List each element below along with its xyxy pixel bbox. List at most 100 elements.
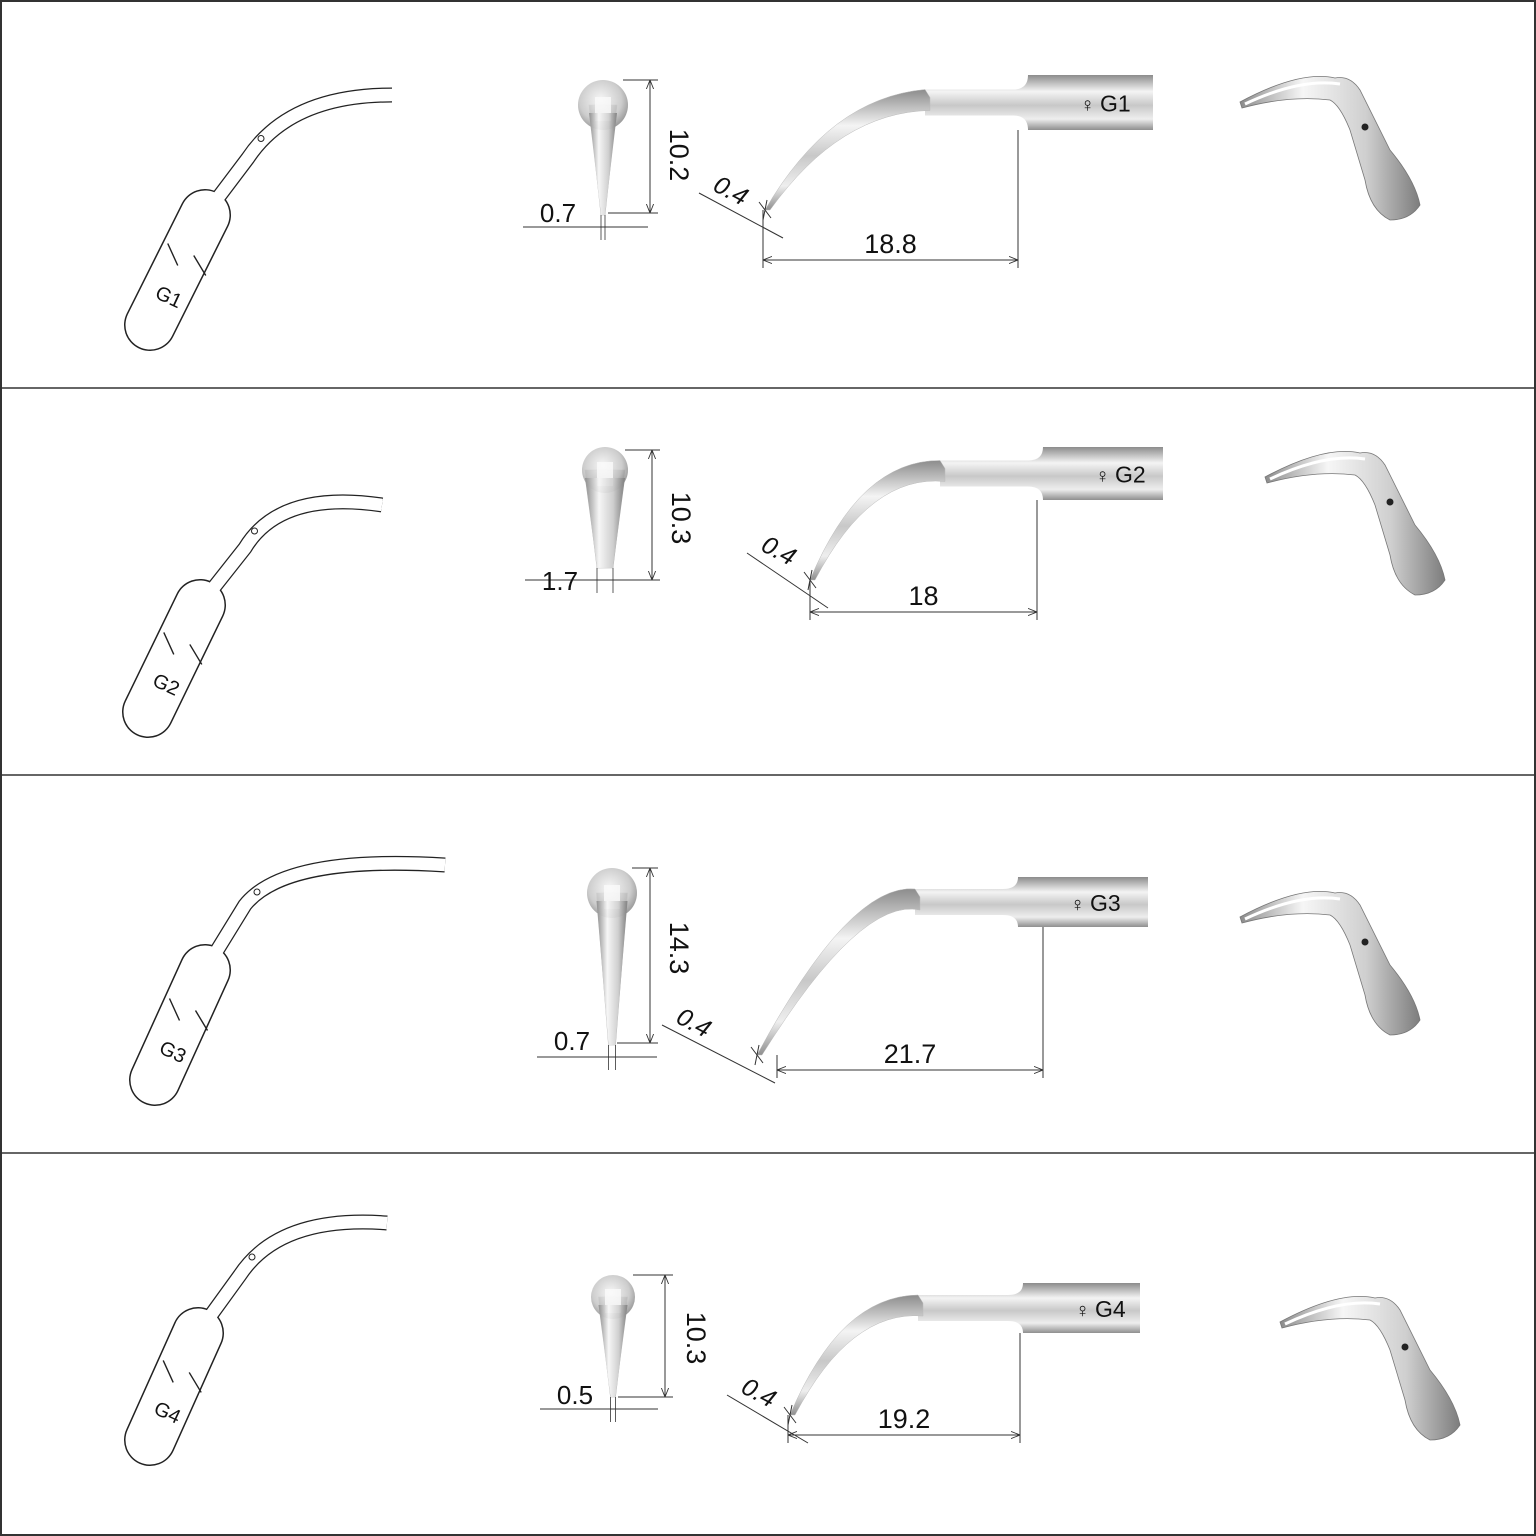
thickness-label: 0.4 bbox=[672, 1002, 716, 1043]
tip-3d-render bbox=[1279, 1296, 1461, 1441]
length-label: 19.2 bbox=[878, 1404, 931, 1434]
thickness-dimension-line bbox=[726, 1394, 809, 1444]
tip-height-label: 14.3 bbox=[664, 922, 694, 975]
wrench-flats bbox=[167, 243, 207, 276]
tip-shank bbox=[764, 89, 931, 211]
head-model-label: G4 bbox=[1095, 1296, 1126, 1322]
tip-3d-render bbox=[1239, 76, 1421, 221]
tip-3d-render bbox=[1239, 891, 1421, 1036]
thickness-label: 0.4 bbox=[709, 170, 753, 211]
tip-3d-body bbox=[1239, 891, 1421, 1036]
tip-neck bbox=[940, 447, 1073, 500]
side-view: ♀G2 18 0.4 bbox=[746, 447, 1163, 620]
water-hole-icon bbox=[1401, 1343, 1409, 1351]
tip-height-label: 10.2 bbox=[664, 129, 694, 182]
length-label: 18.8 bbox=[864, 229, 917, 259]
tip-3d-body bbox=[1239, 76, 1421, 221]
tip-blade bbox=[598, 1305, 628, 1397]
front-view: 10.2 0.7 bbox=[523, 79, 694, 240]
tip-head-cylinder bbox=[1073, 447, 1163, 500]
head-model-label: G2 bbox=[1115, 462, 1146, 488]
tip-width-label: 0.7 bbox=[554, 1026, 590, 1056]
side-view: ♀G4 19.2 0.4 bbox=[726, 1283, 1140, 1444]
water-hole-icon bbox=[1386, 498, 1394, 506]
handle-fill bbox=[123, 580, 225, 737]
shank-fill bbox=[200, 88, 393, 219]
wrench-flats bbox=[162, 1360, 202, 1393]
tip-3d-render bbox=[1264, 451, 1446, 596]
head-model-label: G3 bbox=[1090, 890, 1121, 916]
tip-neck bbox=[915, 877, 1048, 927]
tip-3d-highlight bbox=[1284, 1301, 1381, 1326]
water-hole-icon bbox=[1361, 938, 1369, 946]
thickness-label: 0.4 bbox=[757, 530, 801, 571]
shank-fill bbox=[192, 1215, 388, 1337]
tip-neck bbox=[925, 75, 1058, 130]
line-drawing: G4 bbox=[124, 1214, 388, 1466]
tip-blade bbox=[596, 901, 628, 1045]
woodpecker-logo-icon: ♀ bbox=[1075, 1300, 1090, 1322]
tip-3d-body bbox=[1264, 451, 1446, 596]
tip-head-cylinder bbox=[1058, 75, 1153, 130]
tip-3d-highlight bbox=[1269, 456, 1366, 481]
water-hole-icon bbox=[1361, 123, 1369, 131]
wrench-flats bbox=[168, 998, 209, 1031]
shank-fill bbox=[199, 857, 446, 974]
thickness-ticks bbox=[750, 1044, 764, 1066]
tip-width-label: 1.7 bbox=[542, 566, 578, 596]
thickness-dimension-line bbox=[746, 552, 829, 609]
tip-3d-body bbox=[1279, 1296, 1461, 1441]
wrench-flats bbox=[163, 632, 203, 665]
thickness-dimension-line bbox=[661, 1024, 776, 1084]
water-hole-icon bbox=[251, 527, 258, 535]
woodpecker-logo-icon: ♀ bbox=[1095, 466, 1110, 488]
front-view: 14.3 0.7 bbox=[537, 867, 694, 1070]
tip-neck bbox=[918, 1283, 1053, 1333]
length-label: 21.7 bbox=[884, 1039, 937, 1069]
side-view: ♀G1 18.8 0.4 bbox=[698, 75, 1153, 268]
tip-blade bbox=[589, 113, 617, 215]
water-hole-icon bbox=[253, 888, 261, 896]
handle-fill bbox=[125, 190, 230, 350]
head-model-label: G1 bbox=[1100, 91, 1131, 117]
shank-fill bbox=[195, 495, 383, 609]
tip-blade bbox=[585, 478, 625, 568]
tip-height-label: 10.3 bbox=[666, 492, 696, 545]
tip-height-label: 10.3 bbox=[681, 1312, 711, 1365]
tip-3d-highlight bbox=[1244, 81, 1341, 106]
line-drawing: G2 bbox=[122, 494, 384, 738]
shank-outline bbox=[194, 494, 384, 610]
front-view: 10.3 1.7 bbox=[525, 447, 696, 596]
handle-fill bbox=[130, 945, 230, 1105]
length-label: 18 bbox=[908, 581, 938, 611]
thickness-ticks bbox=[803, 569, 817, 591]
woodpecker-logo-icon: ♀ bbox=[1080, 95, 1095, 117]
tip-shank bbox=[789, 1294, 924, 1416]
thickness-dimension-line bbox=[698, 192, 784, 239]
water-hole-icon bbox=[257, 135, 265, 142]
thickness-label: 0.4 bbox=[737, 1372, 781, 1413]
thickness-ticks bbox=[758, 199, 772, 221]
tip-width-label: 0.7 bbox=[540, 198, 576, 228]
line-drawing: G3 bbox=[129, 855, 446, 1106]
front-view: 10.3 0.5 bbox=[540, 1274, 711, 1422]
tip-head-cylinder bbox=[1053, 1283, 1140, 1333]
tip-head-cylinder bbox=[1048, 877, 1148, 927]
thickness-ticks bbox=[783, 1404, 797, 1426]
water-hole-icon bbox=[248, 1253, 256, 1261]
tip-width-label: 0.5 bbox=[557, 1380, 593, 1410]
line-drawing: G1 bbox=[124, 87, 393, 351]
handle-fill bbox=[125, 1308, 223, 1465]
tip-shank bbox=[756, 888, 921, 1056]
side-view: ♀G3 21.7 0.4 bbox=[661, 877, 1148, 1084]
tip-shank bbox=[809, 460, 946, 581]
tip-3d-highlight bbox=[1244, 896, 1341, 921]
woodpecker-logo-icon: ♀ bbox=[1070, 894, 1085, 916]
